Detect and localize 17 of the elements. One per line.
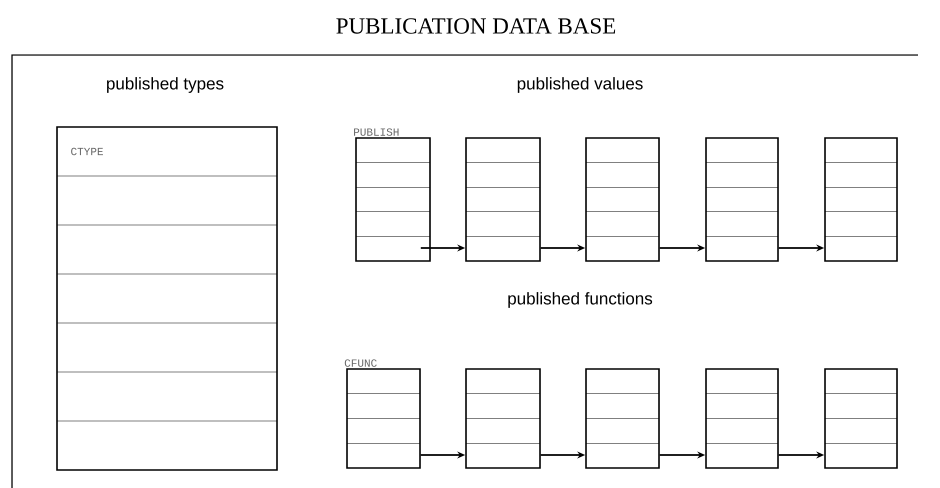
- record-box: [824, 368, 898, 469]
- table-box: PUBLISH: [354, 128, 431, 262]
- record-box: [585, 368, 660, 469]
- section-heading: published types: [107, 77, 224, 93]
- section-heading: published values: [518, 77, 643, 93]
- record-box: [465, 368, 541, 469]
- title: PUBLICATION DATA BASE: [336, 18, 616, 34]
- node-label: PUBLISH: [354, 128, 399, 136]
- record-box: [705, 368, 779, 469]
- table-box: CFUNC: [344, 359, 421, 469]
- record-box: [824, 137, 898, 262]
- record-box: [705, 137, 779, 262]
- table-box: CTYPE: [56, 126, 278, 471]
- section-heading: published functions: [508, 292, 652, 308]
- record-box: [465, 137, 541, 262]
- node-label: CFUNC: [344, 359, 377, 367]
- record-box: [585, 137, 660, 262]
